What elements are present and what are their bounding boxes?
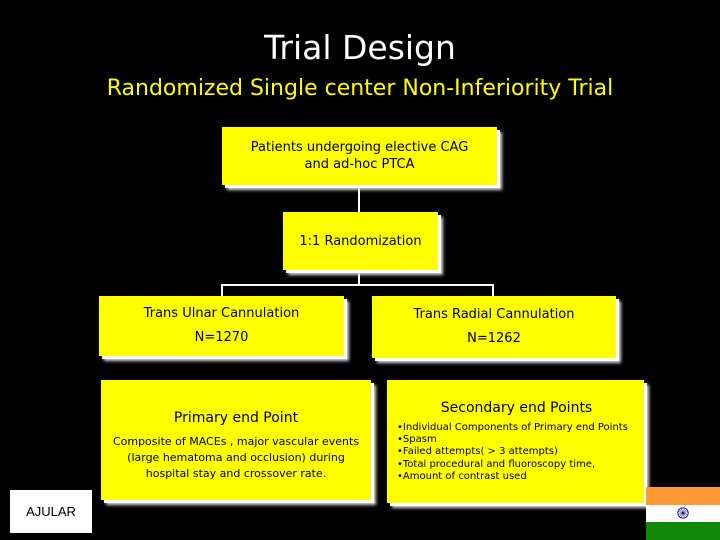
flag-saffron-band	[646, 487, 720, 505]
india-flag-icon	[646, 487, 720, 540]
connector-top-to-randomization	[358, 186, 360, 212]
radial-label: Trans Radial Cannulation	[413, 307, 575, 322]
secondary-endpoints-box: Secondary end Points Individual Componen…	[387, 380, 644, 503]
flag-white-band	[646, 504, 720, 523]
patients-line-1: Patients undergoing elective CAG	[250, 140, 469, 155]
flag-green-band	[646, 522, 720, 540]
list-item: Spasm	[397, 434, 636, 446]
list-item: Individual Components of Primary end Poi…	[397, 422, 636, 434]
randomization-label: 1:1 Randomization	[299, 233, 422, 249]
page-subtitle: Randomized Single center Non-Inferiority…	[106, 76, 614, 101]
patients-box: Patients undergoing elective CAG and ad-…	[222, 127, 497, 185]
secondary-endpoints-list: Individual Components of Primary end Poi…	[397, 422, 636, 483]
ulnar-box: Trans Ulnar Cannulation N=1270	[99, 296, 344, 356]
ulnar-label: Trans Ulnar Cannulation	[143, 306, 300, 321]
connector-to-radial	[492, 284, 494, 296]
ulnar-n: N=1270	[194, 330, 249, 345]
ashoka-chakra-icon	[677, 507, 689, 519]
ajular-logo-text: AJULAR	[26, 504, 76, 519]
list-item: Failed attempts( > 3 attempts)	[397, 446, 636, 458]
patients-line-2: and ad-hoc PTCA	[304, 157, 415, 172]
primary-endpoint-description: Composite of MACEs , major vascular even…	[112, 435, 360, 480]
primary-endpoint-box: Primary end Point Composite of MACEs , m…	[101, 380, 371, 500]
list-item: Amount of contrast used	[397, 471, 636, 483]
list-item: Total procedural and fluoroscopy time,	[397, 459, 636, 471]
ajular-logo: AJULAR	[8, 488, 94, 535]
page-title: Trial Design	[264, 28, 456, 67]
connector-horizontal	[221, 284, 494, 286]
secondary-endpoints-heading: Secondary end Points	[440, 400, 593, 416]
primary-endpoint-heading: Primary end Point	[173, 410, 299, 426]
connector-to-ulnar	[221, 284, 223, 296]
radial-n: N=1262	[467, 331, 521, 346]
connector-randomization-down	[358, 271, 360, 285]
randomization-box: 1:1 Randomization	[283, 212, 438, 270]
radial-box: Trans Radial Cannulation N=1262	[372, 296, 616, 358]
